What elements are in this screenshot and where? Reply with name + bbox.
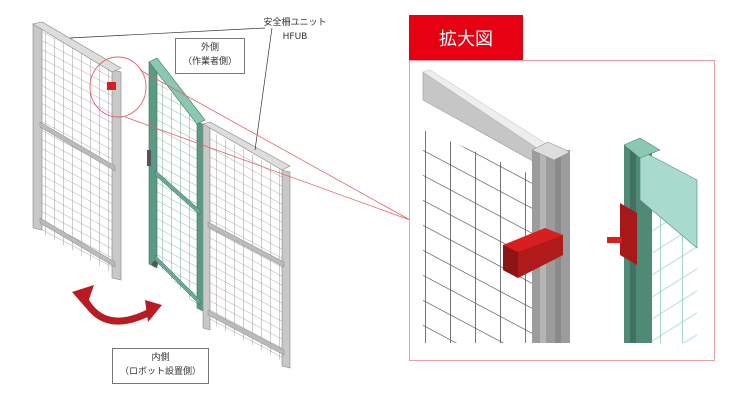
right-fence-panel [202,121,291,369]
unit-label: 安全柵ユニット HFUB [255,16,335,44]
outside-subtitle: （作業者側） [182,57,237,67]
actuator [607,203,637,265]
unit-name: 安全柵ユニット [263,18,327,28]
left-fence-panel [32,21,122,281]
swing-arrow-icon [72,285,162,325]
safety-switch-small [107,82,116,90]
inside-title: 内側 [151,353,170,363]
safety-switch [503,228,563,278]
inside-label: 内側 （ロボット設置側） [112,348,209,384]
highlight-circle [89,56,147,118]
door-panel [147,57,206,313]
inside-subtitle: （ロボット設置側） [119,367,201,377]
unit-code: HFUB [282,32,308,42]
outside-title: 外側 [200,43,219,53]
zoom-view [409,60,715,361]
outside-label: 外側 （作業者側） [175,38,245,74]
zoom-view-title: 拡大図 [409,15,523,60]
